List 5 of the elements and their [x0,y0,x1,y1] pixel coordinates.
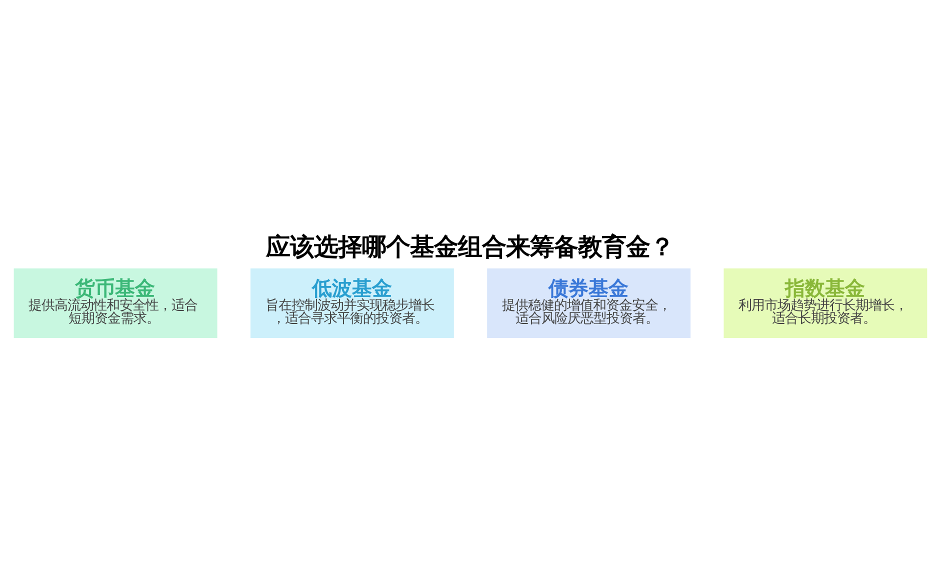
node-box: 指数基金 利用市场趋势进行长期增长，适合长期投资者。 [722,267,928,340]
diagram-title: 应该选择哪个基金组合来筹备教育金？ [266,232,674,262]
node-box: 债券基金 提供稳健的增值和资金安全，适合风险厌恶型投资者。 [486,267,692,340]
node-box: 低波基金 旨在控制波动并实现稳步增长，适合寻求平衡的投资者。 [249,267,456,340]
node-box: 货币基金 提供高流动性和安全性，适合短期资金需求。 [12,267,218,340]
